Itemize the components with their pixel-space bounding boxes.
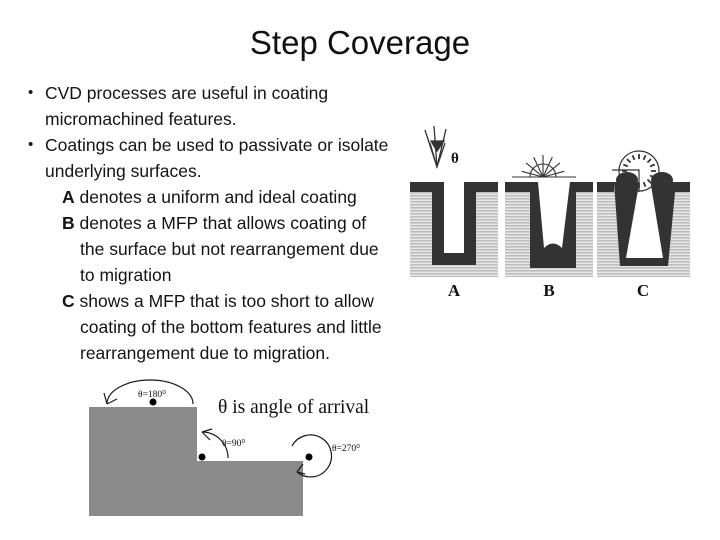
bullet2-line1: Coatings can be used to passivate or iso…: [45, 135, 389, 155]
arrival-point-270: [305, 453, 313, 461]
arrival-point-180: [149, 398, 157, 406]
bullet-line: • CVD processes are useful in coating: [0, 80, 410, 106]
trench-a-label: A: [448, 281, 461, 300]
item-b-line: B denotes a MFP that allows coating of: [0, 210, 410, 236]
wide-arrival-fan-icon: [512, 155, 576, 178]
bullet-line: micromachined features.: [0, 106, 410, 132]
trench-a-diagram: θ A: [410, 125, 498, 300]
bullet1-line1: CVD processes are useful in coating: [45, 83, 329, 103]
angle-label-270: θ=270⁰: [332, 443, 360, 454]
trench-c-label: C: [637, 281, 649, 300]
trench-coverage-figure: θ A B: [410, 125, 690, 300]
item-c-letter: C: [62, 291, 75, 311]
bullet2-line2: underlying surfaces.: [45, 161, 202, 181]
item-b-cont: to migration: [80, 265, 172, 285]
reemission-circle-icon: [612, 150, 660, 192]
item-b-text: denotes a MFP that allows coating of: [79, 213, 367, 233]
item-c-cont: rearrangement due to migration.: [80, 343, 330, 363]
item-c-text: shows a MFP that is too short to allow: [79, 291, 374, 311]
trench-b-label: B: [543, 281, 554, 300]
item-a-line: A denotes a uniform and ideal coating: [0, 184, 410, 210]
angle-label-90: θ=90⁰: [222, 438, 245, 449]
arc-180-icon: [103, 379, 194, 405]
angle-of-arrival-diagram: θ=180⁰ θ=90⁰ θ=270⁰ θ is angle of arriva…: [89, 379, 370, 516]
arc-270-icon: [291, 434, 333, 478]
item-c-cont: coating of the bottom features and littl…: [80, 317, 382, 337]
narrow-arrival-cone-icon: [424, 125, 447, 170]
item-b-letter: B: [62, 213, 75, 233]
bullet-line: • Coatings can be used to passivate or i…: [0, 132, 410, 158]
item-a-letter: A: [62, 187, 75, 207]
item-b-cont: the surface but not rearrangement due: [80, 239, 379, 259]
theta-symbol: θ: [451, 151, 459, 167]
page-title: Step Coverage: [249, 24, 471, 61]
angle-label-180: θ=180⁰: [138, 389, 166, 400]
step-block: [89, 407, 303, 516]
item-c-line: C shows a MFP that is too short to allow: [0, 288, 410, 314]
arrival-point-90: [198, 453, 206, 461]
arrival-caption: θ is angle of arrival: [218, 397, 370, 418]
bullet-glyph: •: [28, 136, 34, 153]
bullet-glyph: •: [28, 84, 34, 101]
item-a-text: denotes a uniform and ideal coating: [79, 187, 357, 207]
trench-c-diagram: C: [597, 150, 690, 300]
bullet-line: underlying surfaces.: [0, 158, 410, 184]
bullet1-line2: micromachined features.: [45, 109, 237, 129]
arc-90-icon: [201, 428, 229, 459]
body-text-block: • CVD processes are useful in coating mi…: [0, 80, 410, 366]
trench-b-diagram: B: [505, 155, 593, 300]
